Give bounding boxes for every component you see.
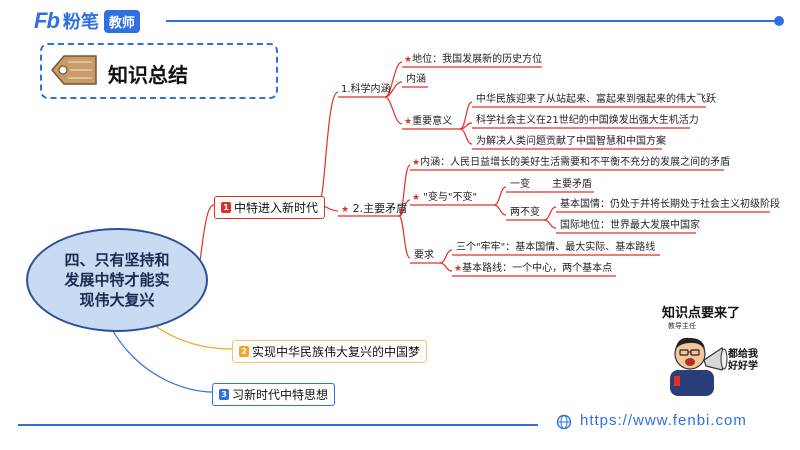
fenbi-logo: Fb 粉笔 教师	[34, 8, 140, 34]
node-contradiction-connotation: ★内涵：人民日益增长的美好生活需要和不平衡不充分的发展之间的矛盾	[412, 157, 731, 168]
teacher-mascot-illustration	[670, 337, 728, 396]
price-tag-icon	[51, 55, 97, 85]
logo-badge: 教师	[103, 9, 140, 33]
section-title: 知识总结	[108, 63, 188, 87]
mascot-speech-line-2: 好好学	[728, 361, 758, 372]
mascot-speech-line-1: 都给我	[728, 349, 758, 360]
header-divider-dot	[774, 16, 784, 26]
node-change-unchange: ★ "变与"不变"	[412, 192, 478, 203]
mascot-role: 教导主任	[668, 322, 696, 330]
branch-number: 2	[239, 346, 249, 357]
branch-china-dream: 2 实现中华民族伟大复兴的中国梦	[232, 340, 428, 363]
node-contradiction-connotation-text: 内涵：人民日益增长的美好生活需要和不平衡不充分的发展之间的矛盾	[420, 157, 731, 168]
footer-url[interactable]: https://www.fenbi.com	[580, 412, 747, 429]
node-position: ★地位：我国发展新的历史方位	[404, 54, 543, 65]
branch-number: 1	[221, 202, 231, 213]
header-divider	[166, 20, 778, 22]
node-basic-condition: 基本国情：仍处于并将长期处于社会主义初级阶段	[560, 199, 780, 210]
sub-branch-main-contradiction: ★ 2.主要矛盾	[341, 202, 408, 216]
node-intl-status: 国际地位：世界最大发展中国家	[560, 220, 700, 231]
node-connotation: 内涵	[406, 74, 426, 85]
logo-text: 粉笔	[62, 12, 99, 33]
mascot-title: 知识点要来了	[662, 306, 741, 321]
node-three-firm: 三个"牢牢"：基本国情、最大实际、基本路线	[456, 242, 656, 253]
footer-divider	[18, 424, 538, 426]
node-one-change: 一变	[510, 179, 530, 190]
branch-label: 习新时代中特思想	[232, 388, 329, 402]
central-topic-line-3: 现伟大复兴	[79, 291, 155, 309]
meaning-item: 中华民族迎来了从站起来、富起来到强起来的伟大飞跃	[476, 94, 716, 105]
central-topic: 四、只有坚持和 发展中特才能实 现伟大复兴	[26, 228, 208, 332]
branch-label: 中特进入新时代	[234, 201, 319, 215]
branch-new-era: 1 中特进入新时代	[214, 196, 326, 219]
branch-xi-thought: 3 习新时代中特思想	[212, 383, 336, 406]
meaning-item: 科学社会主义在21世纪的中国焕发出强大生机活力	[476, 115, 699, 126]
node-significance: ★重要意义	[404, 116, 453, 127]
node-basic-line-text: 基本路线：一个中心，两个基本点	[462, 263, 613, 274]
node-significance-text: 重要意义	[412, 116, 453, 127]
central-topic-line-1: 四、只有坚持和	[64, 251, 170, 269]
branch-label: 实现中华民族伟大复兴的中国梦	[252, 345, 421, 359]
node-requirement: 要求	[414, 250, 434, 261]
node-basic-line: ★基本路线：一个中心，两个基本点	[454, 263, 613, 274]
sub-branch-scientific-connotation: 1.科学内涵	[341, 84, 391, 95]
meaning-item: 为解决人类问题贡献了中国智慧和中国方案	[476, 136, 666, 147]
node-change-unchange-text: "变与"不变"	[423, 192, 478, 203]
globe-icon	[556, 414, 572, 430]
node-two-unchanged: 两不变	[510, 207, 540, 218]
sub-branch-main-contradiction-label: 2.主要矛盾	[352, 202, 408, 215]
central-topic-line-2: 发展中特才能实	[64, 271, 170, 289]
mascot-speech: 都给我 好好学	[728, 349, 758, 373]
node-position-text: 地位：我国发展新的历史方位	[412, 54, 543, 65]
branch-number: 3	[219, 389, 229, 400]
node-main-contradiction: 主要矛盾	[552, 179, 592, 190]
logo-mark: Fb	[34, 8, 60, 33]
